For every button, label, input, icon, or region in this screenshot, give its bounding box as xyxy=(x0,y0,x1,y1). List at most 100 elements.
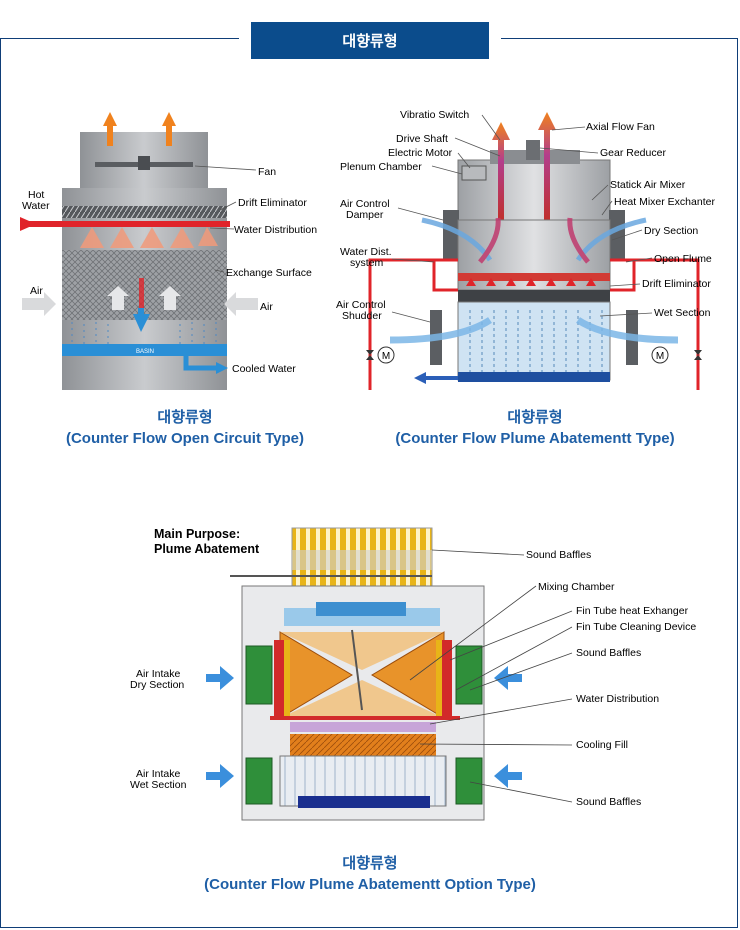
section-tab-label: 대향류형 xyxy=(342,33,398,50)
basin-label: BASIN xyxy=(136,349,154,355)
gear-reducer xyxy=(526,140,540,160)
label-fin-tube-heat-exchanger: Fin Tube heat Exhanger xyxy=(576,605,689,617)
label-water-distribution: Water Distribution xyxy=(576,693,659,705)
counter-flow-open-circuit-diagram: BASIN Fan Drift Eliminator Water Distrib… xyxy=(20,112,317,390)
fin-tube-right xyxy=(442,640,452,720)
dry-damper-right xyxy=(609,210,625,260)
wet-intake-louver-right xyxy=(455,757,483,805)
air-intake-wet-line-1: Air Intake xyxy=(136,768,181,780)
fin-tube-left xyxy=(274,640,284,720)
cooled-flow-arrow-icon xyxy=(133,314,150,332)
caption-open-circuit: 대향류형 (Counter Flow Open Circuit Type) xyxy=(20,408,350,450)
main-purpose-line-2: Plume Abatement xyxy=(154,542,260,556)
label-dry-section: Dry Section xyxy=(644,225,698,237)
air-control-damper-line-1: Air Control xyxy=(340,198,390,210)
main-purpose-line-1: Main Purpose: xyxy=(154,527,240,541)
plume-arrow-icon xyxy=(492,112,556,220)
hot-water-pipe xyxy=(20,221,230,227)
wet-intake-louver-left xyxy=(245,757,273,805)
axial-fan-icon xyxy=(316,602,406,616)
caption-plume-abatement: 대향류형 (Counter Flow Plume Abatementt Type… xyxy=(370,408,700,450)
basin xyxy=(458,372,610,382)
drift-eliminator xyxy=(62,206,227,218)
caption-option-en: (Counter Flow Plume Abatementt Option Ty… xyxy=(204,876,536,893)
label-air-left: Air xyxy=(30,285,43,297)
air-intake-dry-line-2: Dry Section xyxy=(130,679,184,691)
air-inlet-right-arrow-icon xyxy=(224,292,258,316)
air-intake-wet-line-2: Wet Section xyxy=(130,779,187,791)
ladder xyxy=(351,629,363,711)
caption-open-circuit-en: (Counter Flow Open Circuit Type) xyxy=(65,430,305,447)
water-dist-line-1: Water Dist. xyxy=(340,246,392,258)
air-intake-wet-right-arrow-icon xyxy=(494,764,522,788)
label-axial-flow-fan: Axial Flow Fan xyxy=(586,121,655,133)
exhaust-arrow-icon xyxy=(103,112,176,146)
label-cooled-water: Cooled Water xyxy=(232,363,296,375)
air-intake-wet-left-arrow-icon xyxy=(206,764,234,788)
spray-header xyxy=(458,273,610,281)
cooled-water-arrow-icon xyxy=(216,362,228,374)
dry-intake-louver-right xyxy=(455,645,483,705)
water-spray xyxy=(80,227,218,248)
label-gear-reducer: Gear Reducer xyxy=(600,147,666,159)
label-wet-section: Wet Section xyxy=(654,307,711,319)
motor-valve-icon: M M xyxy=(366,346,702,364)
motor-right-label: M xyxy=(656,351,664,362)
label-sound-baffles-top: Sound Baffles xyxy=(526,549,591,561)
wet-section xyxy=(457,301,611,381)
label-open-flume: Open Flume xyxy=(654,253,712,265)
cooling-fill xyxy=(290,734,436,756)
caption-plume-abatement-ko: 대향류형 xyxy=(507,409,563,426)
electric-motor xyxy=(461,165,487,181)
label-drift-eliminator: Drift Eliminator xyxy=(238,197,307,209)
label-air-right: Air xyxy=(260,301,273,313)
label-fan: Fan xyxy=(258,166,276,178)
label-plenum-chamber: Plenum Chamber xyxy=(340,161,422,173)
label-cooling-fill: Cooling Fill xyxy=(576,739,628,751)
drift-eliminator xyxy=(458,290,610,302)
caption-plume-abatement-en: (Counter Flow Plume Abatementt Type) xyxy=(395,430,675,447)
water-dist-line-2: system xyxy=(350,257,384,269)
label-electric-motor: Electric Motor xyxy=(388,147,453,159)
hot-water-arrow-icon xyxy=(20,217,36,231)
section-tab: 대향류형 xyxy=(239,22,501,59)
basin xyxy=(298,796,430,808)
label-statick-air-mixer: Statick Air Mixer xyxy=(610,179,686,191)
water-distribution xyxy=(290,722,436,732)
label-fin-tube-cleaning-device: Fin Tube Cleaning Device xyxy=(576,621,696,633)
label-drive-shaft: Drive Shaft xyxy=(396,133,448,145)
motor-left-label: M xyxy=(382,351,390,362)
label-mixing-chamber: Mixing Chamber xyxy=(538,581,615,593)
basin xyxy=(62,344,227,356)
label-water-dist-system: Water Dist.system xyxy=(340,246,392,269)
air-control-damper-line-2: Damper xyxy=(346,209,384,221)
air-intake-dry-right-arrow-icon xyxy=(494,666,522,690)
air-control-shudder-line-2: Shudder xyxy=(342,310,382,322)
air-inlet-left-arrow-icon xyxy=(22,292,56,316)
label-heat-mixer-exchanter: Heat Mixer Exchanter xyxy=(614,196,715,208)
label-water-distribution: Water Distribution xyxy=(234,224,317,236)
counter-flow-plume-abatement-option-diagram: Main Purpose:Plume Abatement xyxy=(130,527,696,821)
label-vibratio-switch: Vibratio Switch xyxy=(400,109,469,121)
air-intake-dry-line-1: Air Intake xyxy=(136,668,181,680)
hot-water-line-1: Hot xyxy=(28,189,44,201)
hot-water-line-2: Water xyxy=(22,200,50,212)
exchange-surface xyxy=(62,250,227,320)
air-intake-dry-left-arrow-icon xyxy=(206,666,234,690)
main-purpose-text: Main Purpose:Plume Abatement xyxy=(154,527,260,556)
caption-open-circuit-ko: 대향류형 xyxy=(157,409,213,426)
dry-damper-left xyxy=(443,210,459,260)
label-sound-baffles-bottom: Sound Baffles xyxy=(576,796,641,808)
outlet-arrow-icon xyxy=(414,372,426,384)
label-exchange-surface: Exchange Surface xyxy=(226,267,312,279)
air-flow-arrow-icon xyxy=(107,286,181,310)
counter-flow-plume-abatement-diagram: M M Vibratio Switch Drive Shaft Electric… xyxy=(336,109,715,390)
caption-option-ko: 대향류형 xyxy=(342,855,398,872)
label-sound-baffles-mid: Sound Baffles xyxy=(576,647,641,659)
dry-intake-louver-left xyxy=(245,645,273,705)
